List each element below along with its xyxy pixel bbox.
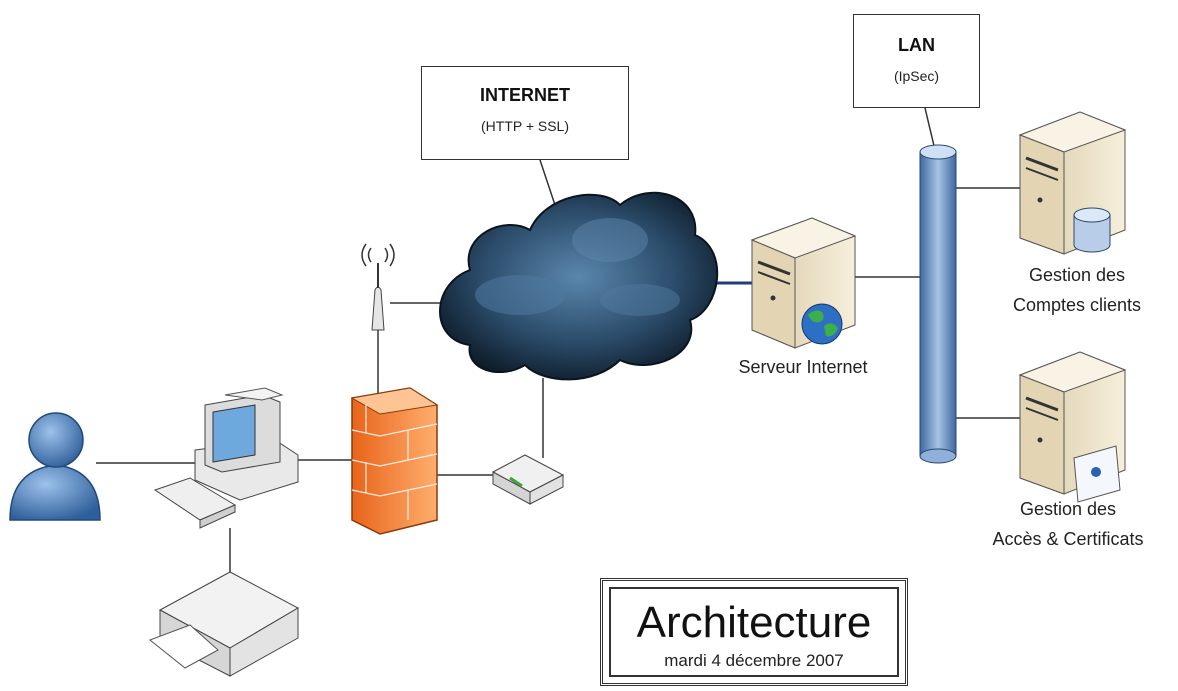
lan-callout: LAN (IpSec) xyxy=(853,14,980,108)
workstation-icon xyxy=(194,387,299,501)
printer-icon xyxy=(149,571,300,677)
user-icon xyxy=(9,412,101,521)
database-icon xyxy=(1073,207,1111,253)
access-server-label: Gestion des Accès & Certificats xyxy=(962,494,1174,554)
accounts-label-line1: Gestion des xyxy=(1028,265,1126,285)
title-inner-frame: Architecture mardi 4 décembre 2007 xyxy=(609,587,899,677)
title-block: Architecture mardi 4 décembre 2007 xyxy=(600,578,908,686)
access-label-line2: Accès & Certificats xyxy=(992,529,1144,549)
web-server-label: Serveur Internet xyxy=(738,357,868,377)
firewall-icon xyxy=(350,387,439,535)
certificate-icon xyxy=(1073,445,1121,503)
router-icon xyxy=(491,454,565,505)
accounts-label-line2: Comptes clients xyxy=(1012,295,1142,315)
lan-callout-title: LAN xyxy=(898,35,935,55)
internet-callout-subtitle: (HTTP + SSL) xyxy=(480,118,570,134)
internet-callout-title: INTERNET xyxy=(480,85,570,105)
cloud-icon xyxy=(439,191,719,381)
keyboard-icon xyxy=(153,477,237,529)
lan-bus-icon xyxy=(919,144,957,464)
internet-callout: INTERNET (HTTP + SSL) xyxy=(421,66,629,160)
wireless-antenna-icon xyxy=(361,243,395,331)
accounts-server-label: Gestion des Comptes clients xyxy=(982,260,1172,320)
connection-lines xyxy=(96,107,1020,575)
lan-callout-subtitle: (IpSec) xyxy=(893,68,940,84)
diagram-date: mardi 4 décembre 2007 xyxy=(664,651,844,670)
globe-icon xyxy=(801,303,843,345)
access-label-line1: Gestion des xyxy=(1019,499,1117,519)
diagram-title: Architecture xyxy=(636,598,872,647)
